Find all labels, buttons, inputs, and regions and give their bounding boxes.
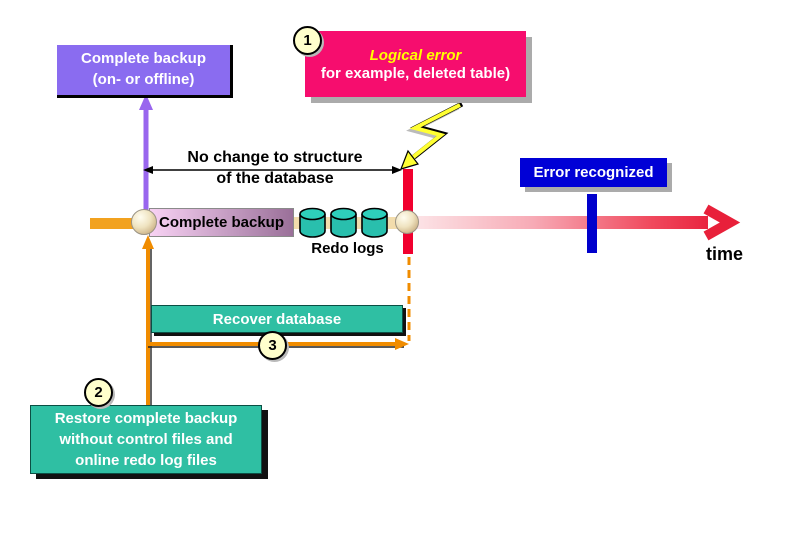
step-marker-1: 1 — [293, 26, 322, 55]
step-marker-3: 3 — [258, 331, 287, 360]
complete-backup-line1: Complete backup — [80, 50, 207, 67]
error-recognized-point-bar — [587, 194, 597, 253]
timeline-complete-backup-box: Complete backup — [149, 208, 294, 237]
complete-backup-box: Complete backup (on- or offline) — [57, 45, 233, 98]
time-axis-label: time — [706, 244, 744, 264]
restore-backup-box: Restore complete backup without control … — [30, 405, 262, 474]
recover-database-box: Recover database — [151, 305, 403, 333]
logical-error-subtitle: for example, deleted table) — [320, 65, 511, 82]
timeline-segment-orange — [90, 218, 146, 229]
redo-log-cylinders-icon — [299, 207, 388, 238]
restore-backup-line3: online redo log files — [75, 452, 217, 469]
no-change-note-line2: of the database — [216, 170, 334, 187]
complete-backup-line2: (on- or offline) — [92, 71, 195, 88]
no-change-note: No change to structure of the database — [150, 147, 400, 189]
timeline-segment-red-gradient — [416, 216, 708, 229]
logical-error-box: Logical error for example, deleted table… — [305, 31, 526, 97]
timeline-arrowhead-icon — [703, 204, 741, 241]
timeline-complete-backup-label: Complete backup — [158, 214, 285, 231]
restore-backup-line1: Restore complete backup — [54, 410, 238, 427]
redo-log-cylinder-icon — [361, 207, 388, 238]
error-point-sphere — [395, 210, 419, 234]
lightning-bolt-icon — [399, 101, 464, 170]
error-recognized-box: Error recognized — [520, 158, 667, 187]
logical-error-title: Logical error — [369, 47, 462, 64]
backup-point-sphere — [131, 209, 157, 235]
step-marker-2: 2 — [84, 378, 113, 407]
redo-logs-label: Redo logs — [311, 240, 384, 257]
restore-backup-line2: without control files and — [59, 431, 233, 448]
redo-log-cylinder-icon — [330, 207, 357, 238]
redo-log-cylinder-icon — [299, 207, 326, 238]
no-change-note-line1: No change to structure — [187, 149, 363, 166]
